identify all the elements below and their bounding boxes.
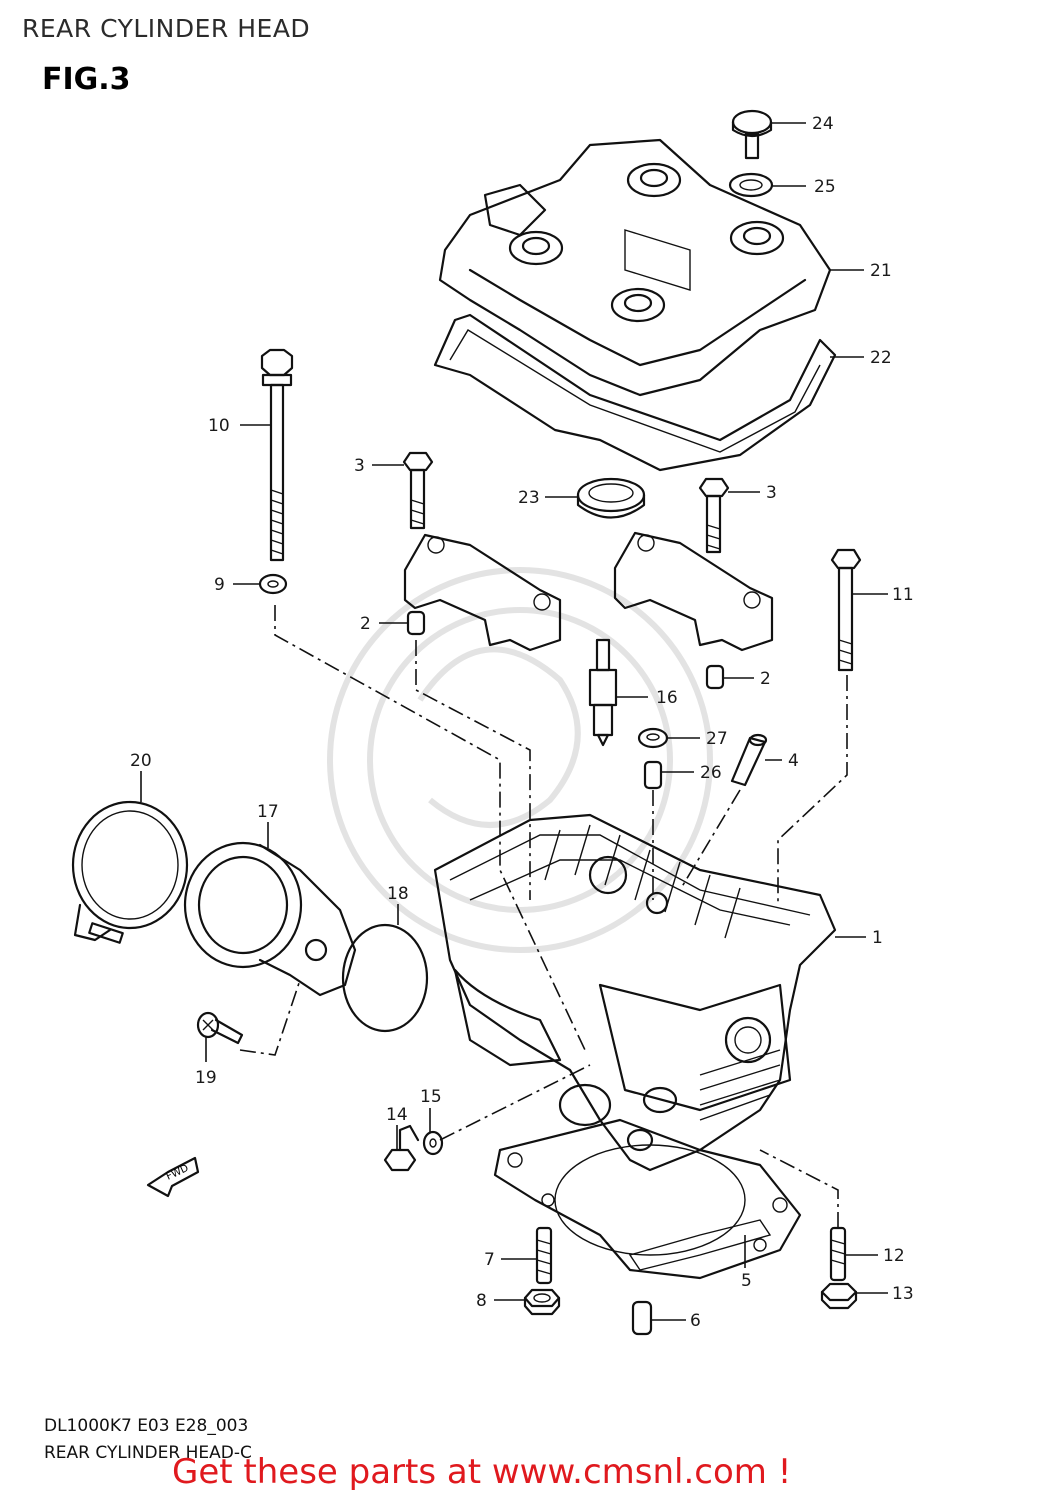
page-title: REAR CYLINDER HEAD <box>22 14 311 43</box>
spark-plug[interactable] <box>588 638 618 747</box>
alignment-line-guide <box>679 789 741 891</box>
callout-15: 15 <box>420 1087 442 1107</box>
callout-13: 13 <box>892 1284 914 1304</box>
alignment-line-washer-15 <box>439 1064 591 1141</box>
callout-27: 27 <box>706 729 728 749</box>
callout-7: 7 <box>484 1250 495 1270</box>
forward-direction-arrow: FWD <box>146 1156 200 1198</box>
watermark-logo <box>327 567 713 953</box>
cam-holder-bolt-left[interactable] <box>402 451 434 530</box>
leader-lines <box>140 122 888 1321</box>
union-bolt[interactable] <box>383 1124 420 1172</box>
cover-washer[interactable] <box>728 172 774 198</box>
callout-9: 9 <box>214 575 225 595</box>
footer-name: REAR CYLINDER HEAD-C <box>44 1443 252 1463</box>
fwd-text: FWD <box>165 1163 191 1183</box>
plug-bushing[interactable] <box>637 727 669 749</box>
callout-22: 22 <box>870 348 892 368</box>
alignment-line-bolt-10 <box>274 605 586 1051</box>
dowel-pin-left[interactable] <box>406 610 426 636</box>
callout-17: 17 <box>257 802 279 822</box>
callout-11: 11 <box>892 585 914 605</box>
callout-20: 20 <box>130 751 152 771</box>
intake-clamp[interactable] <box>71 800 189 944</box>
callout-10: 10 <box>208 416 230 436</box>
callout-8: 8 <box>476 1291 487 1311</box>
alignment-line-dowel-left <box>415 640 531 900</box>
bolt-washer[interactable] <box>258 573 288 595</box>
callout-3a: 3 <box>354 456 365 476</box>
union-washer[interactable] <box>422 1130 444 1156</box>
callout-5: 5 <box>741 1271 752 1291</box>
alignment-line-bolt-11 <box>777 675 848 905</box>
intake-pipe[interactable] <box>183 841 357 997</box>
callout-18: 18 <box>387 884 409 904</box>
figure-label: FIG.3 <box>42 62 131 97</box>
long-head-bolt[interactable] <box>260 348 294 562</box>
callout-19: 19 <box>195 1068 217 1088</box>
callout-4: 4 <box>788 751 799 771</box>
cylinder-head-cover[interactable] <box>438 138 832 397</box>
plug-sleeve[interactable] <box>643 760 663 790</box>
callout-16: 16 <box>656 688 678 708</box>
head-gasket[interactable] <box>493 1118 802 1280</box>
callout-6: 6 <box>690 1311 701 1331</box>
footer-code: DL1000K7 E03 E28_003 <box>44 1416 249 1436</box>
o-ring[interactable] <box>341 923 429 1033</box>
callout-14: 14 <box>386 1105 408 1125</box>
camshaft-holder-right[interactable] <box>613 531 774 652</box>
clamp-screw[interactable] <box>196 1011 244 1045</box>
callout-2b: 2 <box>760 669 771 689</box>
callout-26: 26 <box>700 763 722 783</box>
cylinder-nut[interactable] <box>523 1288 561 1316</box>
callout-12: 12 <box>883 1246 905 1266</box>
callout-21: 21 <box>870 261 892 281</box>
cam-holder-bolt-right[interactable] <box>698 477 730 554</box>
oil-jet-guide[interactable] <box>730 733 768 787</box>
promo-banner-link[interactable]: Get these parts at www.cmsnl.com ! <box>172 1452 792 1492</box>
stud-bolt[interactable] <box>830 548 862 672</box>
cylinder-stud[interactable] <box>535 1226 553 1285</box>
plug-seal[interactable] <box>576 477 646 519</box>
cylinder-head[interactable] <box>433 813 837 1172</box>
callout-25: 25 <box>814 177 836 197</box>
callout-1: 1 <box>872 928 883 948</box>
camshaft-holder-left[interactable] <box>403 533 562 652</box>
stud-bolt-12[interactable] <box>829 1226 847 1282</box>
alignment-line-screw <box>239 979 301 1056</box>
callout-labels: 1 2 2 3 3 4 5 6 7 8 9 10 11 12 13 14 15 … <box>130 114 914 1331</box>
flange-nut-13[interactable] <box>820 1282 858 1310</box>
dowel-pin-right[interactable] <box>705 664 725 690</box>
callout-2a: 2 <box>360 614 371 634</box>
cover-bolt[interactable] <box>731 109 773 160</box>
callout-3b: 3 <box>766 483 777 503</box>
callout-23: 23 <box>518 488 540 508</box>
cover-gasket[interactable] <box>433 313 837 472</box>
callout-24: 24 <box>812 114 834 134</box>
alignment-line-stud-12 <box>759 1149 839 1228</box>
cylinder-dowel[interactable] <box>631 1300 653 1336</box>
